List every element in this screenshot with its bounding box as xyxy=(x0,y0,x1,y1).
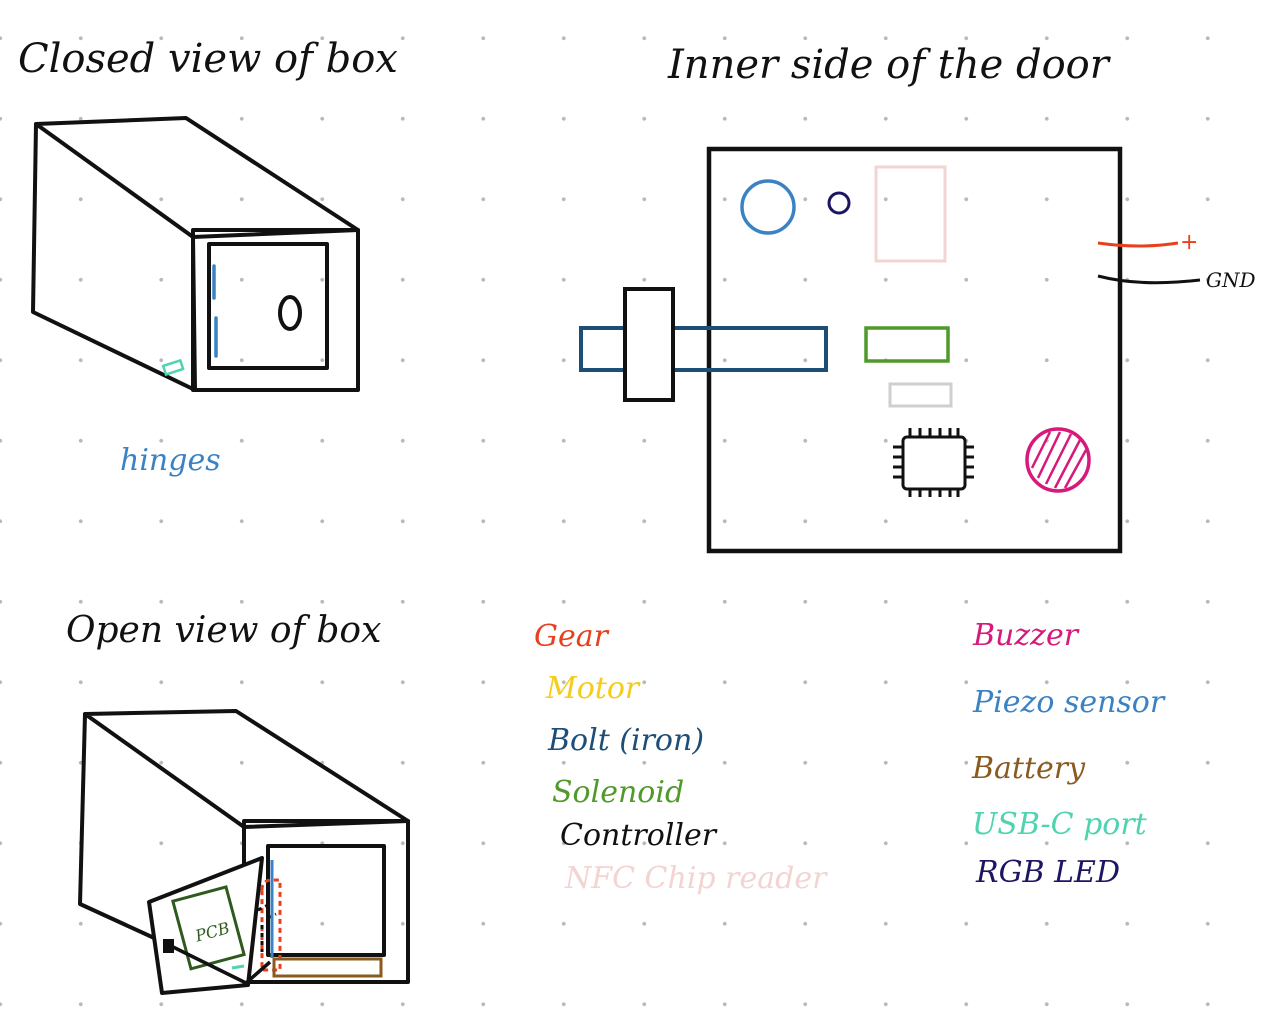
legend-item: Gear xyxy=(534,619,610,654)
legend-item: Piezo sensor xyxy=(972,685,1166,720)
closed-box-knob xyxy=(278,295,302,331)
legend-item: Controller xyxy=(560,818,718,853)
legend-item: Solenoid xyxy=(552,775,684,810)
inner-door-outline xyxy=(706,146,1123,554)
open-box-usbc xyxy=(231,964,245,970)
bolt xyxy=(579,326,828,372)
controller-chip xyxy=(893,428,974,497)
ground-wire xyxy=(1097,274,1201,285)
closed-box xyxy=(31,116,360,392)
closed-box-front-face xyxy=(191,228,360,392)
legend-item: Battery xyxy=(971,751,1086,786)
grey-module xyxy=(888,382,953,408)
title-open-view: Open view of box xyxy=(66,610,381,651)
inner-door: + GND xyxy=(579,146,1256,554)
open-door-hinge-block xyxy=(163,939,174,953)
legend-item: NFC Chip reader xyxy=(564,861,828,896)
nfc-chip-reader xyxy=(874,165,947,263)
closed-box-top-face xyxy=(34,116,360,239)
legend-left: Gear Motor Bolt (iron) Solenoid Controll… xyxy=(534,619,828,896)
positive-label: + xyxy=(1180,230,1198,255)
legend-item: Bolt (iron) xyxy=(547,723,704,758)
open-box-inner-opening xyxy=(266,844,386,957)
rgb-led xyxy=(827,191,851,215)
hinges-label: hinges xyxy=(120,443,221,478)
open-door xyxy=(147,856,264,995)
solenoid xyxy=(864,326,950,363)
closed-box-door xyxy=(207,242,329,370)
buzzer xyxy=(1025,427,1091,493)
closed-box-hinges xyxy=(212,264,218,358)
closed-box-side-face xyxy=(31,122,197,392)
open-box-bolt-dashes xyxy=(257,902,277,952)
legend-item: Buzzer xyxy=(972,618,1080,653)
open-box-side-face xyxy=(78,712,178,950)
closed-box-usbc-port xyxy=(161,358,185,377)
open-box-wire xyxy=(168,943,272,986)
pcb-board xyxy=(171,885,246,971)
piezo-sensor xyxy=(740,179,796,235)
legend-item: RGB LED xyxy=(975,855,1120,890)
gnd-label: GND xyxy=(1206,268,1256,292)
title-inner-door: Inner side of the door xyxy=(667,42,1112,88)
positive-wire xyxy=(1097,241,1179,248)
title-closed-view: Closed view of box xyxy=(18,36,398,82)
legend-item: Motor xyxy=(545,671,641,706)
legend-item: USB-C port xyxy=(972,807,1148,842)
legend-right: Buzzer Piezo sensor Battery USB-C port R… xyxy=(971,618,1166,890)
open-box-top-face xyxy=(83,709,410,829)
bolt-housing xyxy=(623,287,675,402)
open-box-gear xyxy=(260,878,282,972)
open-box-battery xyxy=(272,957,383,978)
